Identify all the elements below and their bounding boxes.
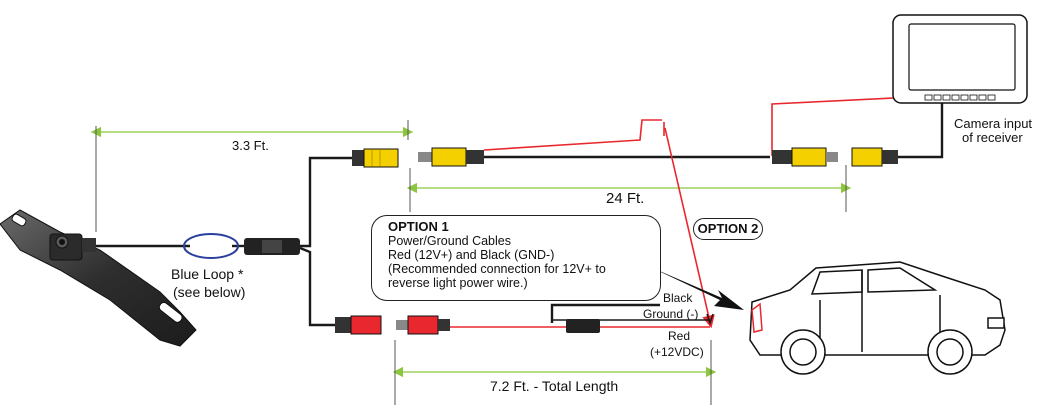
length-7-2-label: 7.2 Ft. - Total Length bbox=[490, 378, 619, 394]
car bbox=[749, 261, 1006, 375]
option-1-line: (Recommended connection for 12V+ to bbox=[388, 262, 606, 276]
rca-connectors bbox=[335, 147, 898, 335]
option-1-title: OPTION 1 bbox=[388, 219, 449, 234]
plus12-label: (+12VDC) bbox=[650, 345, 704, 359]
blue-loop-note: (see below) bbox=[173, 284, 246, 300]
option-2-box: OPTION 2 bbox=[693, 218, 763, 240]
blue-loop bbox=[183, 233, 239, 259]
receiver-label: of receiver bbox=[962, 130, 1023, 145]
ground-label: Ground (-) bbox=[643, 307, 699, 321]
black-wire-label: Black bbox=[663, 291, 693, 305]
red-wire-label: Red bbox=[668, 329, 691, 343]
monitor bbox=[892, 14, 1028, 104]
length-3-3-label: 3.3 Ft. bbox=[232, 138, 269, 153]
pointer-arrow bbox=[648, 266, 744, 310]
license-plate-camera bbox=[0, 209, 197, 347]
black-wires bbox=[95, 102, 944, 327]
red-wires bbox=[442, 97, 894, 329]
option-1-line: Red (12V+) and Black (GND-) bbox=[388, 248, 555, 262]
blue-loop-label: Blue Loop * bbox=[171, 266, 244, 282]
option-1-box: OPTION 1 Power/Ground Cables Red (12V+) … bbox=[371, 215, 661, 301]
length-24-label: 24 Ft. bbox=[606, 190, 645, 207]
camera-input-label: Camera input bbox=[954, 116, 1033, 131]
option-1-line: reverse light power wire.) bbox=[388, 276, 528, 290]
option-1-line: Power/Ground Cables bbox=[388, 234, 511, 248]
inline-connector bbox=[244, 238, 300, 255]
dimension-lines bbox=[90, 120, 852, 405]
